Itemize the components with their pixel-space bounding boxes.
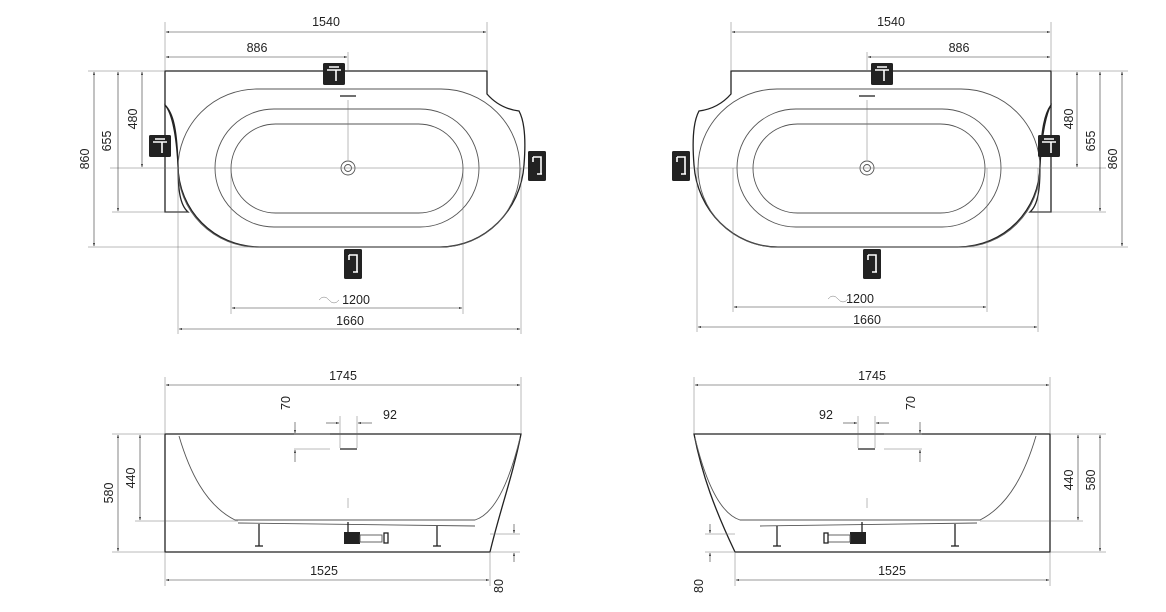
dim-886: 886 (247, 41, 268, 55)
dim-655: 655 (1084, 131, 1098, 152)
top-view-right: 1540 886 860 655 480 1200 1660 (671, 15, 1128, 332)
dim-480: 480 (1062, 109, 1076, 130)
tap-icon-top (870, 62, 894, 86)
basin-inner (230, 123, 464, 214)
dim-1200: 1200 (342, 293, 370, 307)
dim-440: 440 (1062, 470, 1076, 491)
dim-92: 92 (383, 408, 397, 422)
side-view-right: 1745 70 92 580 440 1525 80 (692, 369, 1106, 593)
tub-clean-edge (1028, 103, 1052, 213)
dim-860: 860 (1106, 149, 1120, 170)
dim-440: 440 (124, 468, 138, 489)
dim-1660: 1660 (853, 313, 881, 327)
tap-icon-left (148, 134, 172, 158)
dim-860: 860 (78, 149, 92, 170)
dim-80: 80 (492, 579, 506, 593)
dim-80: 80 (692, 579, 706, 593)
spout-icon-left (671, 150, 691, 182)
feet (773, 524, 959, 547)
tub-inner-profile (694, 435, 1037, 521)
dim-70: 70 (904, 396, 918, 410)
feet (255, 524, 441, 547)
tap-icon-top (322, 62, 346, 86)
waste-valve-icon (344, 522, 389, 544)
tub-outer-outline (164, 70, 526, 248)
basin-inner (752, 123, 986, 214)
tub-side-outline (693, 433, 1051, 553)
dim-1745: 1745 (329, 369, 357, 383)
dim-1745: 1745 (858, 369, 886, 383)
dim-1525: 1525 (310, 564, 338, 578)
spout-icon-right (527, 150, 547, 182)
waste-valve-icon (823, 522, 866, 544)
dim-886: 886 (949, 41, 970, 55)
spout-icon-bottom (862, 248, 882, 280)
dim-1200: 1200 (846, 292, 874, 306)
top-view-left: 1540 886 860 655 480 1200 1660 (78, 15, 547, 334)
dim-1540: 1540 (877, 15, 905, 29)
dim-480: 480 (126, 109, 140, 130)
dim-655: 655 (100, 131, 114, 152)
dim-70: 70 (279, 396, 293, 410)
dim-1540: 1540 (312, 15, 340, 29)
tap-icon-right (1037, 134, 1061, 158)
spout-icon-bottom (343, 248, 363, 280)
dim-92: 92 (819, 408, 833, 422)
tub-inner-profile (178, 435, 521, 521)
dim-1525: 1525 (878, 564, 906, 578)
side-view-left: 1745 70 92 580 440 1525 80 (102, 369, 522, 593)
dim-1660: 1660 (336, 314, 364, 328)
dim-580: 580 (1084, 470, 1098, 491)
tub-clean-edge (164, 103, 190, 213)
dim-580: 580 (102, 483, 116, 504)
tub-side-outline (164, 433, 522, 553)
